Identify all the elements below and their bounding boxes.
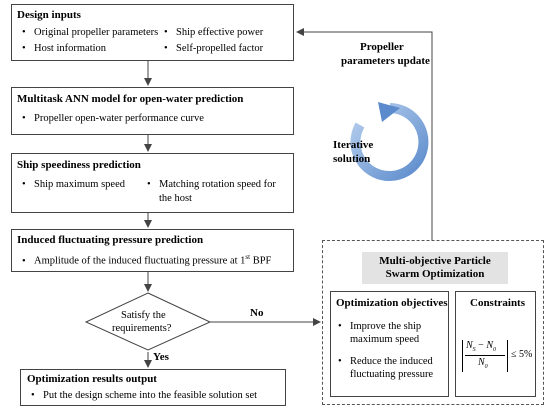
decision-no-label: No [250,307,264,319]
pressure-box [11,229,294,272]
constraints-title: Constraints [470,297,526,309]
objectives-title: Optimization objectives [336,297,448,309]
results-box [20,369,286,406]
decision-text-line2: requirements? [112,323,172,334]
ann-model-box [11,87,294,135]
iterative-label-line1: Iterative [333,139,374,151]
constraints-box [455,291,536,397]
pressure-title: Induced fluctuating pressure prediction [17,234,204,246]
design-input-item: •Original propeller parameters [22,27,159,38]
formula-numerator: NS − N0 [466,340,496,353]
design-inputs-title: Design inputs [17,9,81,21]
design-inputs-box [11,4,294,61]
formula-abs-right [507,340,508,372]
feedback-loop-line [296,28,433,240]
decision-text-line1: Satisfy the [121,310,166,321]
decision-yes-label: Yes [153,351,169,363]
feedback-label-line1: Propeller [360,41,404,53]
design-input-item: •Host information [22,43,107,54]
ann-model-item: •Propeller open-water performance curve [22,113,204,124]
iterative-arrowhead [378,102,400,122]
bullet-icon: • [22,27,26,38]
iterative-label-line2: solution [333,153,371,165]
bullet-icon: • [147,179,151,190]
speediness-item: •Ship maximum speed [22,179,125,190]
bullet-icon: • [164,43,168,54]
objective-item: •Reduce the induced [338,356,433,367]
bullet-icon: • [338,356,342,367]
results-item: •Put the design scheme into the feasible… [31,390,258,401]
results-title: Optimization results output [27,373,157,385]
bullet-icon: • [22,179,26,190]
objective-item: •Improve the ship [338,321,422,332]
formula-rhs: ≤ 5% [511,349,533,360]
design-input-item: •Ship effective power [164,27,264,38]
iterative-arrow [350,103,429,181]
speediness-item-continued: the host [159,193,192,204]
bullet-icon: • [31,390,35,401]
formula-denominator: N0 [478,357,488,370]
speediness-title: Ship speediness prediction [17,159,141,171]
constraint-formula: NS − N0 N0 ≤ 5% [462,338,534,374]
design-input-item: •Self-propelled factor [164,43,264,54]
formula-fraction-bar [465,355,505,356]
ann-model-title: Multitask ANN model for open-water predi… [17,93,244,105]
speediness-box [11,153,294,213]
bullet-icon: • [338,321,342,332]
bullet-icon: • [22,43,26,54]
objectives-box [330,291,449,397]
objective-item-continued: maximum speed [350,334,420,345]
bullet-icon: • [22,255,26,267]
mopso-container [322,240,544,405]
bullet-icon: • [164,27,168,38]
formula-abs-left [462,340,463,372]
speediness-item: •Matching rotation speed for [147,179,276,190]
pressure-item: •Amplitude of the induced fluctuating pr… [22,253,272,267]
decision-diamond [84,292,212,351]
feedback-label-line2: parameters update [341,55,430,67]
objective-item-continued: fluctuating pressure [350,369,434,380]
bullet-icon: • [22,113,26,124]
